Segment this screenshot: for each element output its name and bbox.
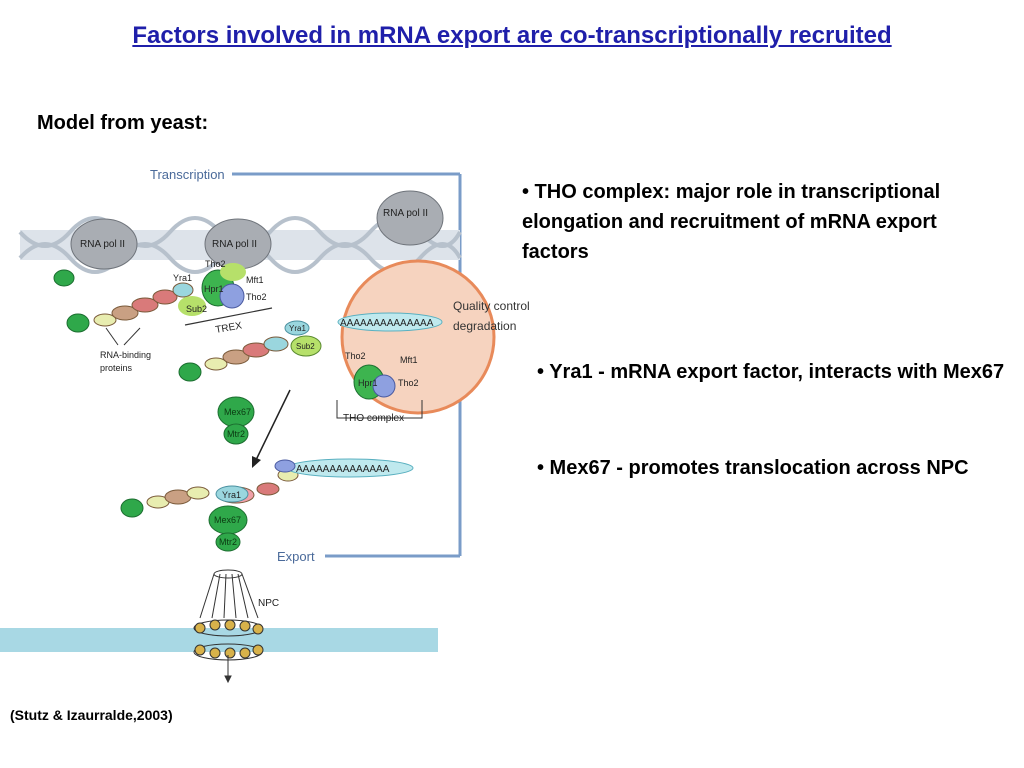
label-proteins: proteins (100, 363, 133, 373)
label-tho2-c: Tho2 (345, 351, 366, 361)
label-trex: TREX (215, 320, 243, 336)
label-polya-1: AAAAAAAAAAAAAA (340, 318, 434, 329)
label-mex67: Mex67 (224, 407, 251, 417)
label-rna-binding: RNA-binding (100, 350, 151, 360)
label-degradation: degradation (453, 319, 516, 333)
label-rna-pol-3: RNA pol II (383, 208, 428, 219)
trex-complex (178, 263, 246, 316)
label-tho2-d: Tho2 (398, 378, 419, 388)
rna-pol-ii-1: RNA pol II (70, 218, 138, 270)
mtr2-bottom (215, 532, 241, 552)
label-tho2-b: Tho2 (246, 292, 267, 302)
label-tho2: Tho2 (205, 259, 226, 269)
rbp-pointers (105, 327, 141, 346)
rna-pol-ii-3: RNA pol II (376, 190, 444, 246)
label-hpr1-c: Hpr1 (358, 378, 378, 388)
mtr2-protein (223, 423, 249, 445)
mrnp-chain-2 (204, 336, 289, 371)
bullet-yra1: • Yra1 - mRNA export factor, interacts w… (537, 361, 1005, 383)
label-sub2-b: Sub2 (296, 342, 315, 351)
label-yra1-bottom: Yra1 (222, 490, 241, 500)
trex-bracket (184, 307, 273, 326)
label-mtr2-bottom: Mtr2 (219, 537, 237, 547)
label-polya-2: AAAAAAAAAAAAAA (296, 464, 390, 475)
label-tho-complex: THO complex (343, 413, 404, 424)
label-mtr2: Mtr2 (227, 429, 245, 439)
label-rna-pol-1: RNA pol II (80, 239, 125, 250)
mrnp-chain-1 (93, 282, 194, 327)
subtitle: Model from yeast: (37, 112, 209, 134)
polya-tail-1 (337, 312, 443, 332)
cap-polya (274, 459, 296, 473)
label-yra1: Yra1 (173, 273, 192, 283)
mrna-export-diagram: Transcription Quality control degradatio… (0, 167, 530, 684)
label-npc: NPC (258, 598, 279, 609)
citation: (Stutz & Izaurralde,2003) (10, 707, 173, 723)
label-yra1-b: Yra1 (289, 324, 306, 333)
label-export: Export (277, 549, 315, 564)
tho-complex-bracket (336, 400, 423, 419)
sub2-protein (290, 335, 322, 357)
label-mex67-bottom: Mex67 (214, 515, 241, 525)
cap-blob (120, 498, 144, 518)
progression-arrow (255, 389, 291, 461)
label-transcription: Transcription (150, 167, 225, 182)
label-mft1: Mft1 (246, 275, 264, 285)
cap-blob (66, 313, 90, 333)
slide-title: Factors involved in mRNA export are co-t… (132, 22, 892, 49)
bullet-tho-complex: • THO complex: major role in transcripti… (522, 181, 941, 263)
label-sub2: Sub2 (186, 304, 207, 314)
label-rna-pol-2: RNA pol II (212, 239, 257, 250)
nuclear-envelope (0, 628, 438, 652)
npc-pore (193, 619, 264, 684)
yra1-bottom (215, 485, 249, 503)
label-quality-control: Quality control (453, 299, 530, 313)
bullet-mex67: • Mex67 - promotes translocation across … (537, 457, 969, 479)
cap-blob (178, 362, 202, 382)
cap-blob (53, 269, 75, 287)
arrow-head (252, 456, 261, 468)
yra1-protein (284, 320, 310, 336)
tho-complex-group (353, 364, 396, 400)
label-hpr1: Hpr1 (204, 284, 224, 294)
label-mft1-c: Mft1 (400, 355, 418, 365)
npc-basket (199, 569, 259, 619)
